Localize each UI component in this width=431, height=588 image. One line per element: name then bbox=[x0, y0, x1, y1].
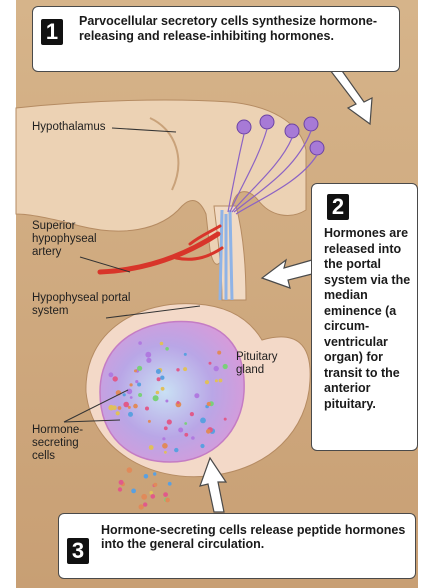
secretory-cell bbox=[145, 352, 151, 358]
secretory-cell bbox=[224, 418, 227, 421]
secretory-cell bbox=[184, 422, 187, 425]
hormone-particle bbox=[141, 494, 147, 500]
secretory-cell bbox=[160, 342, 164, 346]
secretory-cell bbox=[184, 353, 187, 356]
secretory-cell bbox=[130, 396, 133, 399]
secretory-cell bbox=[162, 443, 168, 449]
hormone-particle bbox=[127, 467, 133, 473]
secretory-cell bbox=[123, 393, 126, 396]
hormone-particle bbox=[153, 483, 157, 487]
step-number-2: 2 bbox=[327, 194, 349, 220]
secretory-cell bbox=[160, 376, 164, 380]
hormone-particle bbox=[151, 494, 156, 499]
label-pituitary-gland: Pituitary gland bbox=[236, 351, 296, 377]
hormone-particle bbox=[118, 487, 122, 491]
callout-step-2: 2 Hormones are released into the portal … bbox=[311, 183, 418, 451]
secretory-cell bbox=[108, 405, 114, 411]
secretory-cell bbox=[165, 400, 168, 403]
secretory-cell bbox=[164, 451, 167, 454]
callout-text-2: Hormones are released into the portal sy… bbox=[324, 226, 418, 412]
secretory-cell bbox=[200, 444, 204, 448]
callout-text-3: Hormone-secreting cells release peptide … bbox=[101, 523, 407, 551]
secretory-cell bbox=[214, 366, 219, 371]
secretory-cell bbox=[183, 367, 187, 371]
secretory-cell bbox=[138, 341, 142, 345]
secretory-cell bbox=[205, 380, 209, 384]
secretory-cell bbox=[138, 393, 142, 397]
secretory-cell bbox=[207, 402, 211, 406]
secretory-cell bbox=[127, 389, 133, 395]
secretory-cell bbox=[148, 420, 151, 423]
secretory-cell bbox=[184, 433, 188, 437]
secretory-cell bbox=[206, 429, 211, 434]
secretory-cell bbox=[128, 412, 133, 417]
secretory-cell bbox=[133, 404, 138, 409]
callout-step-1: 1 Parvocellular secretory cells synthesi… bbox=[32, 6, 400, 72]
secretory-cell bbox=[190, 412, 194, 416]
secretory-cell bbox=[130, 383, 133, 386]
secretory-cell bbox=[167, 419, 172, 424]
secretory-cell bbox=[135, 380, 138, 383]
secretory-cell bbox=[123, 402, 129, 408]
secretory-cell bbox=[219, 379, 223, 383]
secretory-cell bbox=[118, 406, 122, 410]
hormone-particle bbox=[163, 492, 168, 497]
secretory-cell bbox=[164, 426, 168, 430]
callout-step-3: 3 Hormone-secreting cells release peptid… bbox=[58, 513, 416, 579]
hormone-particle bbox=[153, 472, 156, 475]
secretory-cell bbox=[157, 377, 161, 381]
secretory-cell bbox=[113, 376, 118, 381]
label-hypothalamus: Hypothalamus bbox=[32, 121, 106, 134]
secretory-cell bbox=[209, 362, 212, 365]
hormone-particle bbox=[131, 489, 136, 494]
secretory-cell bbox=[137, 366, 142, 371]
secretory-cell bbox=[174, 448, 178, 452]
portal-vessels bbox=[220, 210, 232, 300]
hormone-particle bbox=[168, 482, 172, 486]
hormone-particle bbox=[149, 491, 153, 495]
secretory-cell bbox=[145, 407, 149, 411]
secretory-cell bbox=[162, 437, 165, 440]
secretory-cell bbox=[134, 369, 137, 372]
secretory-cell bbox=[153, 395, 159, 401]
hormone-particle bbox=[165, 498, 170, 503]
label-hypophyseal-portal-system: Hypophyseal portal system bbox=[32, 292, 142, 318]
secretory-cell bbox=[156, 391, 160, 395]
secretory-cell bbox=[137, 383, 141, 387]
step-number-3: 3 bbox=[67, 538, 89, 564]
step-number-1: 1 bbox=[41, 19, 63, 45]
hormone-particle bbox=[119, 480, 124, 485]
secretory-cell bbox=[161, 387, 165, 391]
secretory-cell bbox=[109, 372, 114, 377]
secretory-cell bbox=[200, 418, 206, 424]
secretory-cell bbox=[176, 368, 179, 371]
anterior-pituitary bbox=[100, 322, 244, 462]
callout-text-1: Parvocellular secretory cells synthesize… bbox=[79, 14, 391, 44]
secretory-cell bbox=[177, 401, 180, 404]
hormone-particle bbox=[143, 502, 147, 506]
hormone-particle bbox=[144, 474, 149, 479]
secretory-cell bbox=[149, 445, 154, 450]
secretory-cell bbox=[194, 393, 199, 398]
secretory-cell bbox=[165, 347, 169, 351]
secretory-cell bbox=[178, 428, 183, 433]
secretory-cell bbox=[215, 379, 218, 382]
secretory-cell bbox=[116, 411, 120, 415]
secretory-cell bbox=[223, 364, 228, 369]
secretory-cell bbox=[191, 436, 195, 440]
label-hormone-secreting-cells: Hormone-secreting cells bbox=[32, 424, 102, 463]
secretory-cell bbox=[156, 369, 161, 374]
secretory-cell bbox=[217, 351, 221, 355]
secretory-cell bbox=[146, 358, 151, 363]
label-superior-hypophyseal-artery: Superior hypophyseal artery bbox=[32, 220, 112, 259]
